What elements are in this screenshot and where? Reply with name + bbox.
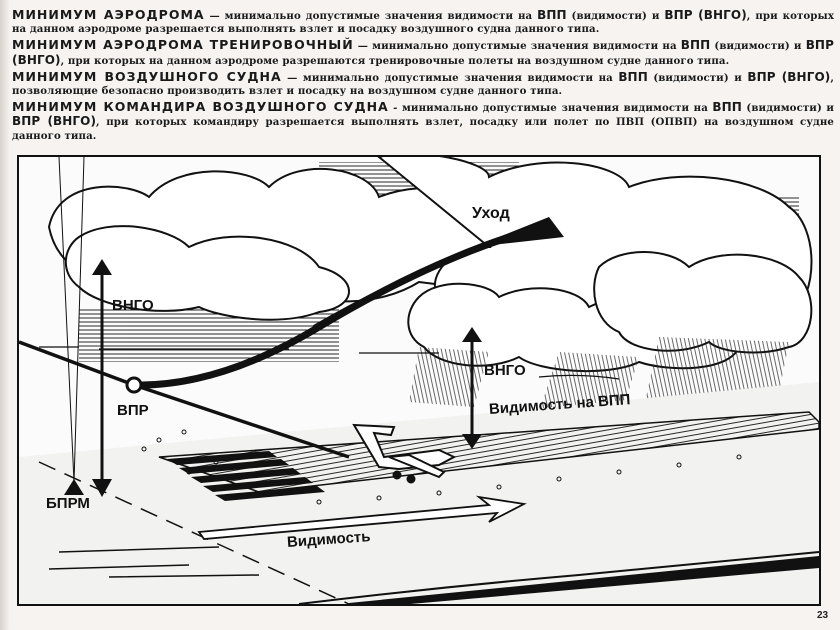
vngo-right-arrow-icon bbox=[462, 327, 482, 449]
glide-path bbox=[19, 340, 350, 459]
horizon bbox=[39, 346, 620, 380]
label-bprm: БПРМ bbox=[46, 495, 90, 512]
runway-icon bbox=[141, 411, 819, 505]
airplane-icon bbox=[352, 423, 457, 484]
definitions-block: МИНИМУМ АЭРОДРОМА — минимально допустимы… bbox=[12, 8, 834, 145]
definition-term: МИНИМУМ КОМАНДИРА ВОЗДУШНОГО СУДНА bbox=[12, 99, 389, 115]
definition-term: МИНИМУМ АЭРОДРОМА bbox=[12, 7, 205, 22]
shoreline bbox=[48, 546, 819, 604]
definition-aerodrome-minimum: МИНИМУМ АЭРОДРОМА — минимально допустимы… bbox=[12, 7, 834, 36]
vngo-left-arrow-icon bbox=[92, 259, 112, 497]
definition-commander-minimum: МИНИМУМ КОМАНДИРА ВОЗДУШНОГО СУДНА - мин… bbox=[12, 99, 834, 142]
label-vpr: ВПР bbox=[117, 402, 149, 419]
beacon-triangle-icon bbox=[64, 479, 84, 495]
book-spine-shadow bbox=[0, 0, 10, 630]
definition-aircraft-minimum: МИНИМУМ ВОЗДУШНОГО СУДНА — минимально до… bbox=[12, 68, 834, 98]
diagram-illustration bbox=[19, 157, 819, 604]
page-number: 23 bbox=[817, 610, 829, 621]
go-around-arrowhead-icon bbox=[474, 217, 564, 247]
label-go-around: Уход bbox=[472, 205, 510, 222]
decision-point-icon bbox=[125, 376, 143, 394]
marker-beacon-beams bbox=[58, 157, 85, 483]
visibility-arrow-icon bbox=[197, 495, 527, 540]
label-vngo-right: ВНГО bbox=[484, 362, 526, 379]
label-vngo-left: ВНГО bbox=[112, 297, 154, 314]
threshold-markings bbox=[167, 451, 325, 501]
approach-diagram: Уход ВНГО ВПР БПРМ ВНГО Видимость на ВПП… bbox=[17, 155, 821, 606]
dashed-ground-line bbox=[38, 461, 350, 604]
runway-lights bbox=[141, 429, 742, 505]
definition-training-aerodrome-minimum: МИНИМУМ АЭРОДРОМА ТРЕНИРОВОЧНЫЙ — минима… bbox=[12, 37, 834, 67]
definition-term: МИНИМУМ ВОЗДУШНОГО СУДНА bbox=[12, 68, 282, 84]
definition-term: МИНИМУМ АЭРОДРОМА ТРЕНИРОВОЧНЫЙ bbox=[12, 37, 354, 53]
